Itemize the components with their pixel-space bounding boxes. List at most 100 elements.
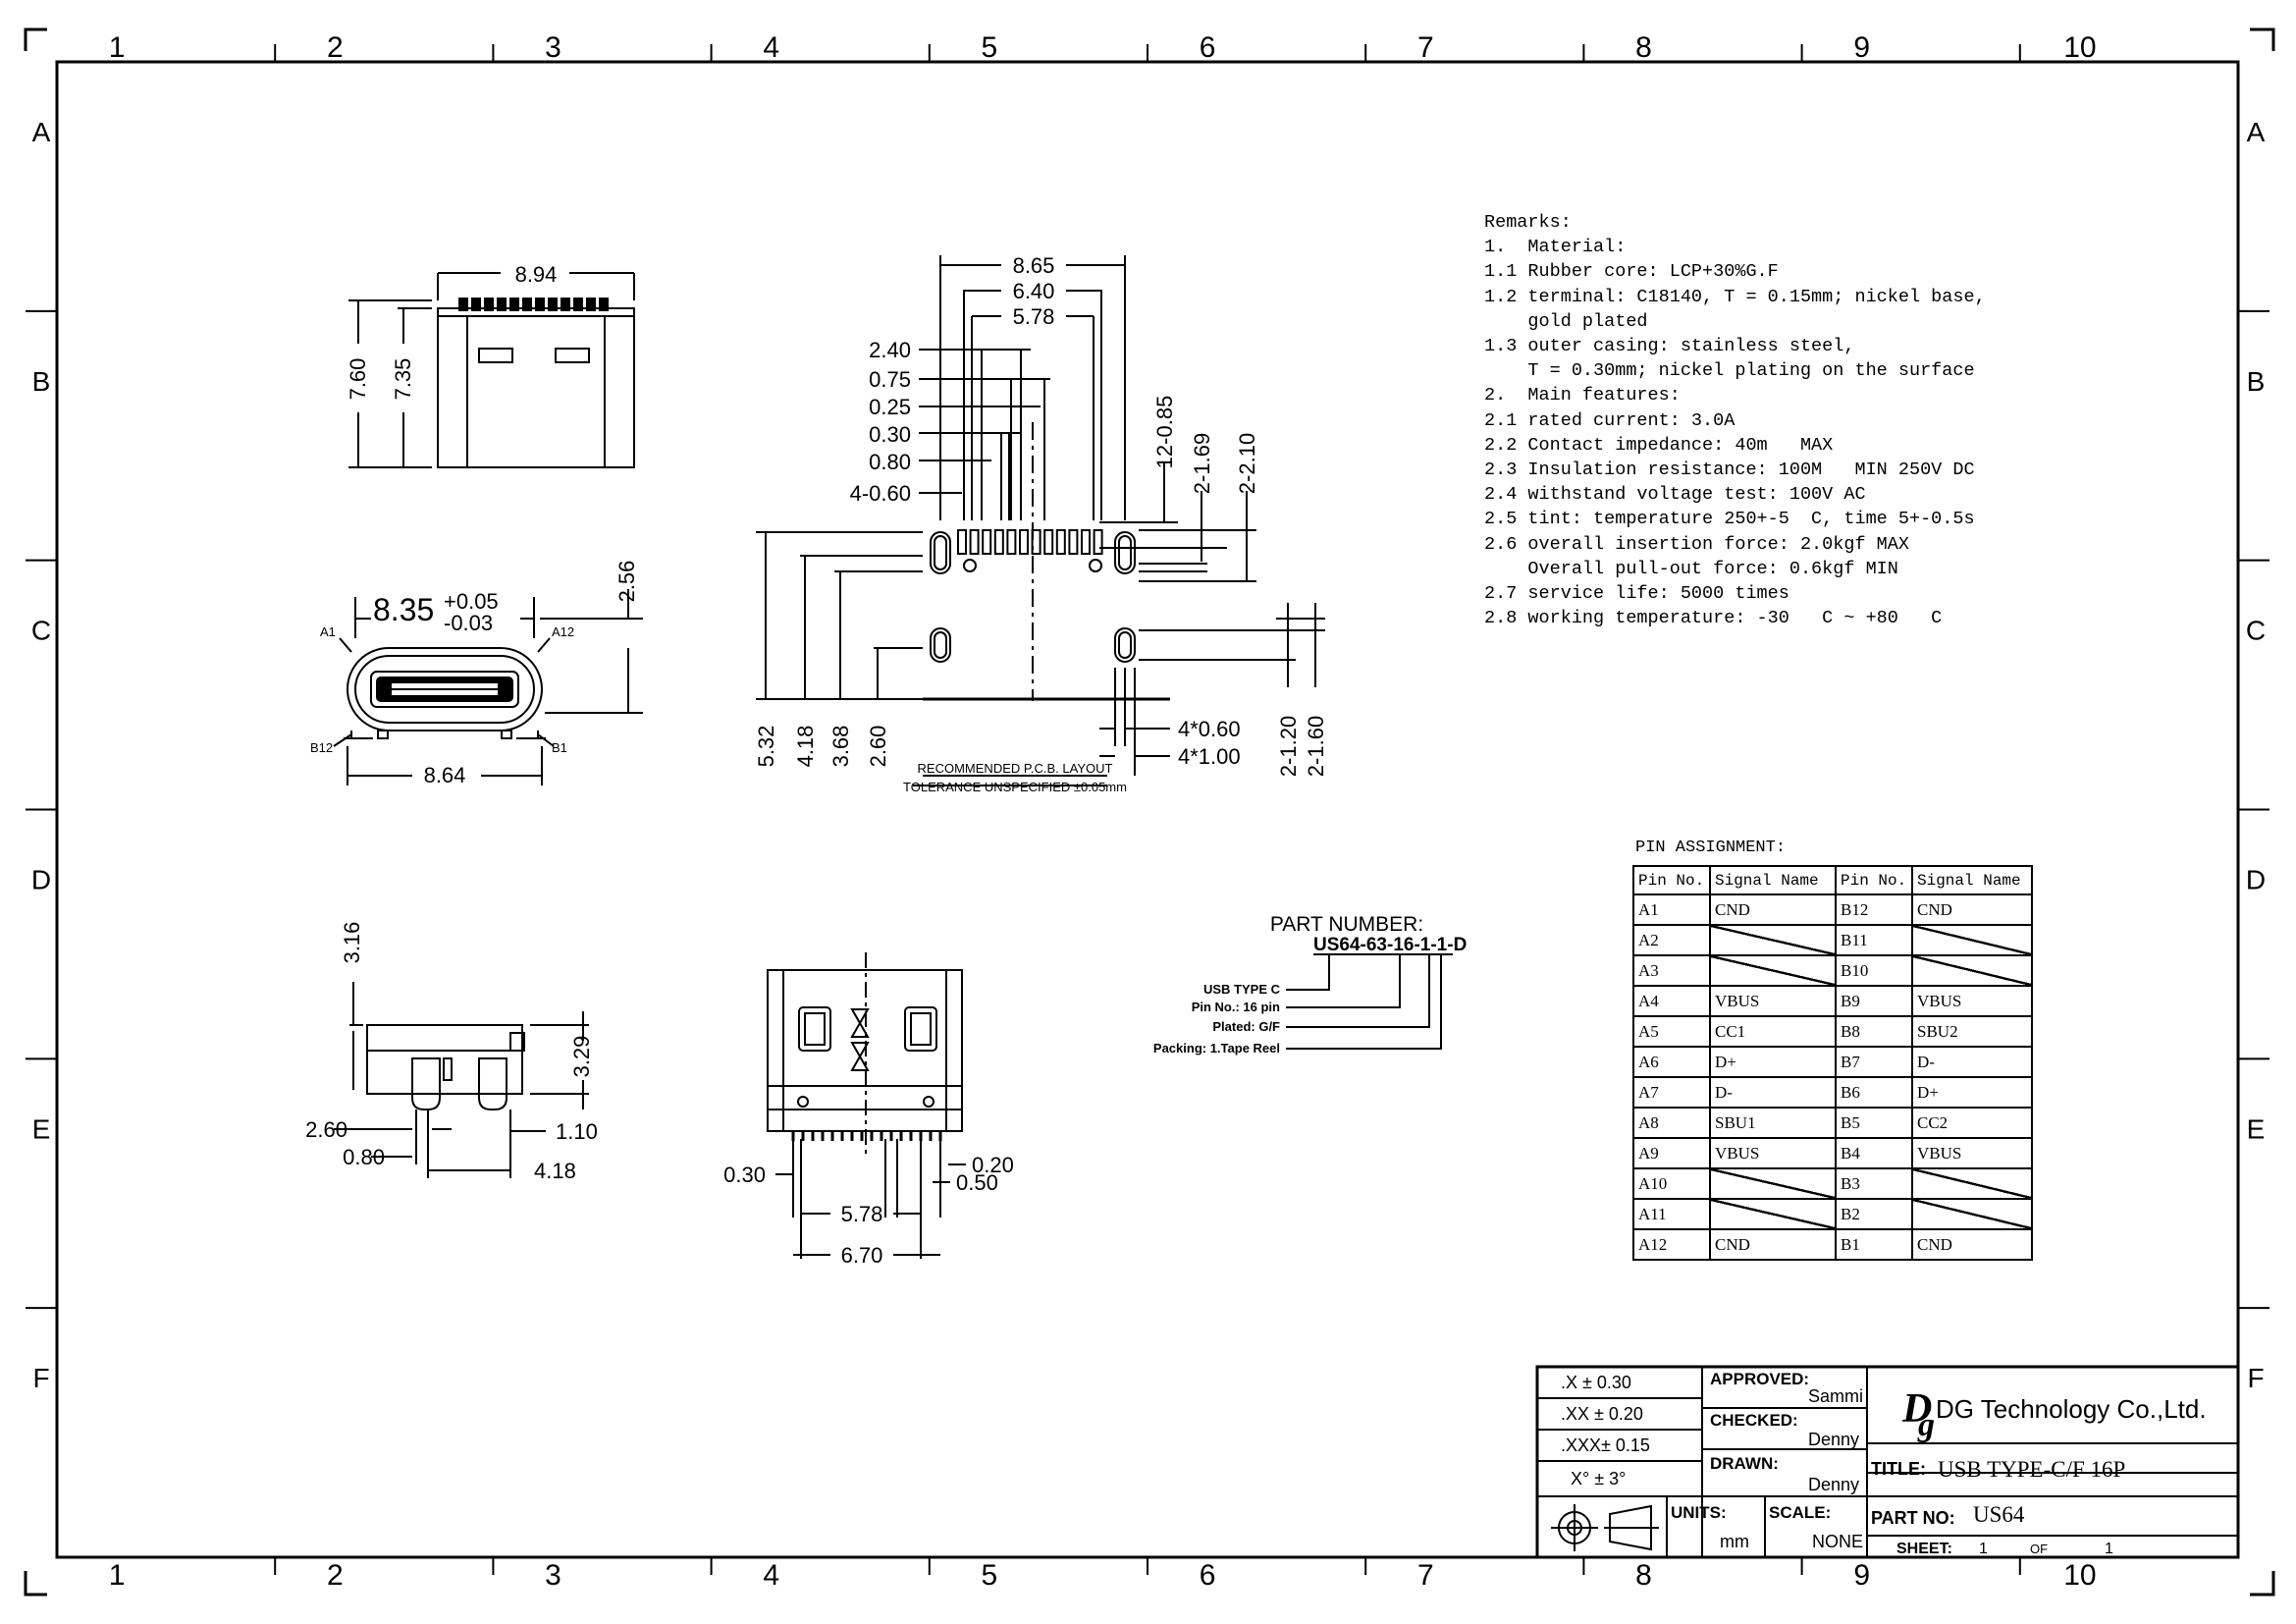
pin-cell: B11 [1835,924,1913,956]
top-view [348,272,635,468]
pin-cell: VBUS [1709,1137,1837,1169]
remark-line: 2.1 rated current: 3.0A [1484,409,1735,431]
grid-ticks [26,44,2269,1575]
part-field-packing: Packing: 1.Tape Reel [1153,1041,1280,1056]
dim-bottom-578: 5.78 [841,1202,883,1226]
grid-col-label: 7 [1417,31,1434,64]
dim-side-260: 2.60 [305,1117,347,1142]
remark-line: 2.7 service life: 5000 times [1484,583,1789,605]
pin-cell: B7 [1835,1046,1913,1078]
pcb-tolerance-caption: TOLERANCE UNSPECIFIED ±0.05mm [903,780,1127,794]
grid-row-label: A [2247,117,2266,147]
dim-side-329: 3.29 [569,1036,594,1078]
pcb-pad [969,529,980,555]
dim-pcb-025: 0.25 [869,395,911,419]
header-signal-b: Signal Name [1911,865,2033,895]
dim-pcb-080: 0.80 [869,450,911,474]
remark-line: 1.2 terminal: C18140, T = 0.15mm; nickel… [1484,286,1986,307]
pin-cell: A9 [1632,1137,1711,1169]
pin-cell: D- [1709,1076,1837,1109]
checked-label: CHECKED: [1710,1411,1798,1430]
remark-line: 2.3 Insulation resistance: 100M MIN 250V… [1484,460,1975,481]
dim-slot-4x100: 4*1.00 [1178,744,1241,769]
header-pin-no-a: Pin No. [1632,865,1711,895]
grid-col-label: 10 [2063,1559,2096,1592]
remarks-block: Remarks:1. Material:1.1 Rubber core: LCP… [1484,210,1986,630]
pin-cell: A11 [1632,1198,1711,1230]
pin-assignment-table: Pin No. Signal Name Pin No. Signal Name … [1632,865,2033,1261]
pcb-pad [1081,529,1091,555]
grid-col-label: 6 [1200,1559,1216,1592]
sheet-label: SHEET: [1896,1541,1952,1557]
pin-cell: SBU2 [1911,1015,2033,1048]
pin-cell [1709,1167,1837,1200]
table-row: A11 B2 [1632,1198,2033,1230]
pcb-pad [1031,529,1041,555]
dim-bottom-030: 0.30 [723,1163,766,1187]
dim-top-height-1: 7.60 [346,358,370,401]
front-view [333,589,643,785]
dim-side-418: 4.18 [534,1159,576,1183]
pin-cell: D+ [1709,1046,1837,1078]
pcb-pad [993,529,1004,555]
remark-line: 2.8 working temperature: -30 C ~ +80 C [1484,608,1943,629]
grid-row-label: A [32,117,51,147]
pcb-pad [1093,529,1103,555]
sheet-of-label: OF [2030,1542,2048,1556]
grid-row-label: F [2247,1363,2264,1393]
remark-line: Overall pull-out force: 0.6kgf MIN [1484,558,1898,579]
pin-cell: D+ [1911,1076,2033,1109]
pin-cell: B2 [1835,1198,1913,1230]
grid-row-label: B [2247,366,2266,397]
side-view [334,982,589,1178]
part-number-title: PART NUMBER: [1270,913,1423,936]
pin-cell: A6 [1632,1046,1711,1078]
grid-col-label: 4 [763,31,779,64]
remark-line: 2.5 tint: temperature 250+-5 C, time 5+-… [1484,509,1975,530]
grid-col-label: 10 [2063,31,2096,64]
dim-slot-2x160: 2-1.60 [1304,716,1328,777]
remark-line: 1.1 Rubber core: LCP+30%G.F [1484,261,1779,283]
checked-value: Denny [1808,1430,1859,1449]
pin-cell: D- [1911,1046,2033,1078]
company-name: DG Technology Co.,Ltd. [1936,1394,2207,1424]
dim-side-316: 3.16 [340,922,364,964]
pin-cell: A4 [1632,985,1711,1017]
top-view-pin [573,298,583,311]
dim-pcb-578: 5.78 [1013,304,1055,329]
pcb-pad [957,529,967,555]
pin-label-a1: A1 [320,624,336,639]
dim-slot-2x120: 2-1.20 [1276,716,1301,777]
pin-cell: A3 [1632,954,1711,987]
pcb-pad [1006,529,1017,555]
dim-side-110: 1.10 [556,1119,598,1144]
units-value: mm [1720,1532,1749,1551]
grid-col-label: 8 [1635,1559,1652,1592]
header-pin-no-b: Pin No. [1835,865,1913,895]
dim-front-tol-plus: +0.05 [444,589,499,614]
tolerance-x: .X ± 0.30 [1561,1373,1631,1392]
dim-pcb-240: 2.40 [869,338,911,362]
title-label: TITLE: [1871,1459,1926,1479]
sheet-of-value: 1 [2105,1541,2113,1557]
dim-pcb-4x060: 4-0.60 [850,481,911,506]
remark-line: 2.2 Contact impedance: 40m MAX [1484,434,1834,456]
grid-row-label: E [32,1113,51,1144]
tolerance-xx: .XX ± 0.20 [1561,1404,1643,1424]
dim-front-bottom-width: 8.64 [424,763,466,787]
drawn-label: DRAWN: [1710,1454,1779,1473]
grid-row-label: E [2247,1113,2266,1144]
pin-cell: CND [1709,1228,1837,1261]
pin-cell: A1 [1632,893,1711,926]
pcb-pad [1068,529,1079,555]
pcb-pad [1019,529,1029,555]
top-view-pin [497,298,507,311]
dim-pcb-368: 3.68 [828,726,853,768]
top-view-pin [484,298,494,311]
